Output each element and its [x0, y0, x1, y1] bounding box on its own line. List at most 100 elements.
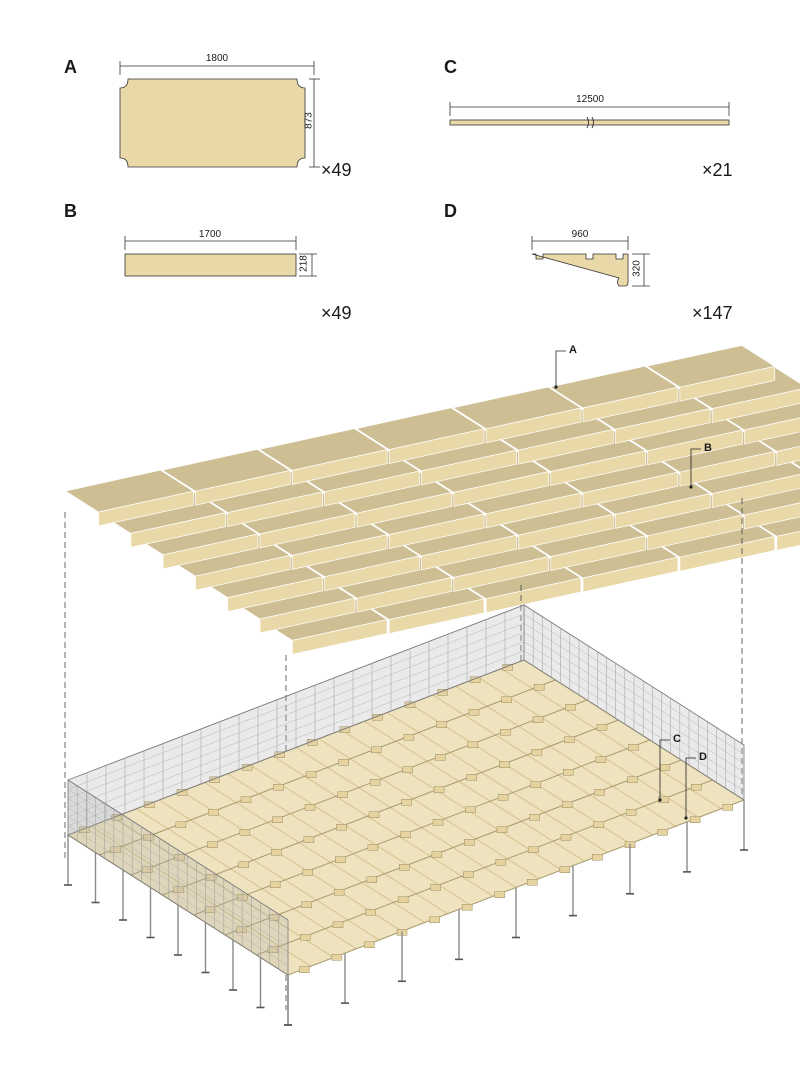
deck-board-riser — [388, 428, 485, 465]
deck-board-riser — [388, 598, 485, 635]
frame-bracket — [368, 811, 380, 818]
frame-bracket — [79, 826, 90, 833]
frame-beam — [500, 668, 722, 810]
frame-bracket — [559, 866, 571, 873]
frame-bracket — [209, 776, 220, 783]
frame-bracket — [689, 816, 701, 823]
deck-board-riser — [421, 534, 517, 571]
frame-bracket — [272, 816, 283, 823]
frame-bracket — [300, 934, 311, 941]
frame-ledger — [162, 719, 619, 896]
frame-beam — [227, 773, 448, 915]
part-d-quantity: ×147 — [692, 303, 733, 323]
frame-bracket — [207, 841, 218, 848]
frame-bracket — [236, 926, 247, 933]
part-b-quantity: ×49 — [321, 303, 352, 323]
deck-board-riser — [550, 450, 646, 487]
frame-beam — [295, 746, 517, 889]
frame-bracket — [204, 906, 216, 913]
callout-a-label: A — [569, 344, 577, 356]
frame-bracket — [436, 721, 447, 728]
frame-ledger — [130, 699, 588, 876]
frame-bracket — [337, 791, 348, 798]
frame-bracket — [335, 856, 346, 863]
frame-bracket — [627, 776, 638, 783]
part-c-letter: C — [444, 57, 457, 77]
deck-board-riser — [356, 491, 453, 528]
deck-board-riser — [518, 428, 614, 465]
deck-board-riser — [227, 491, 323, 528]
frame-bracket — [530, 781, 541, 788]
deck-board-riser — [614, 408, 711, 444]
deck-board-riser — [485, 577, 582, 614]
frame-ledger — [193, 739, 650, 916]
railing-left-wire — [67, 816, 289, 957]
frame-bracket — [561, 801, 573, 808]
frame-bracket — [628, 744, 639, 751]
frame-bracket — [532, 716, 544, 723]
part-b-riser-shape — [124, 253, 297, 277]
callout-leaders — [554, 350, 701, 820]
frame-bracket — [240, 796, 252, 803]
deck-board-riser — [324, 470, 420, 507]
deck-board-riser — [744, 417, 800, 445]
deck-board-riser — [453, 471, 550, 507]
frame-bracket — [332, 921, 344, 928]
part-a-width-label: 1800 — [205, 53, 229, 64]
part-b-height-label: 218 — [298, 255, 310, 272]
frame-bracket — [560, 834, 572, 841]
frame-bracket — [307, 739, 318, 746]
part-c-beam-shape — [449, 119, 730, 126]
frame-ledger — [99, 679, 556, 856]
railing-right-wire — [523, 613, 745, 755]
frame-bracket — [594, 789, 605, 796]
deck-board-riser — [291, 534, 388, 570]
part-c-break-mark — [586, 116, 594, 129]
deck-board-riser — [291, 449, 388, 485]
part-d-letter: D — [444, 201, 457, 221]
deck-board-riser — [485, 407, 582, 444]
frame-bracket — [659, 764, 671, 771]
frame-bracket — [531, 749, 543, 756]
frame-bracket — [468, 709, 480, 716]
frame-beam — [158, 799, 380, 941]
railing-back-wire — [67, 623, 525, 799]
frame-bracket — [338, 759, 349, 766]
part-c-quantity: ×21 — [702, 160, 733, 180]
deck-board-riser — [679, 535, 776, 572]
frame-bracket — [461, 904, 473, 911]
frame-bracket — [463, 871, 474, 878]
frame-bracket — [241, 764, 253, 771]
deck-board-riser — [421, 449, 517, 486]
frame-bracket — [364, 941, 375, 948]
frame-bracket — [657, 829, 668, 836]
railing-left-wire — [67, 807, 289, 948]
part-c-drawing — [449, 102, 730, 129]
frame-bracket — [722, 804, 733, 811]
frame-ledger — [256, 779, 713, 956]
deck-board-riser — [711, 473, 800, 509]
frame-bracket — [564, 736, 575, 743]
frame-bracket — [144, 801, 155, 808]
part-a-quantity: ×49 — [321, 160, 352, 180]
deck-board-riser — [98, 490, 194, 527]
frame-bracket — [267, 946, 279, 953]
frame-bracket — [495, 859, 507, 866]
frame-bracket — [565, 704, 576, 711]
frame-bracket — [429, 916, 440, 923]
frame-bracket — [301, 901, 312, 908]
deck-board-riser — [195, 554, 291, 591]
callout-c-label: C — [673, 733, 681, 745]
railing-left-wire — [67, 788, 289, 930]
frame-bracket — [403, 734, 415, 741]
railing-right-wire — [523, 623, 745, 764]
frame-bracket — [596, 724, 608, 731]
frame-bracket — [499, 761, 510, 768]
frame-bracket — [305, 771, 317, 778]
frame-bracket — [333, 889, 345, 896]
deck-board-riser — [647, 514, 743, 551]
frame-bracket — [367, 844, 379, 851]
frame-bracket — [469, 676, 481, 683]
frame-bracket — [369, 779, 381, 786]
